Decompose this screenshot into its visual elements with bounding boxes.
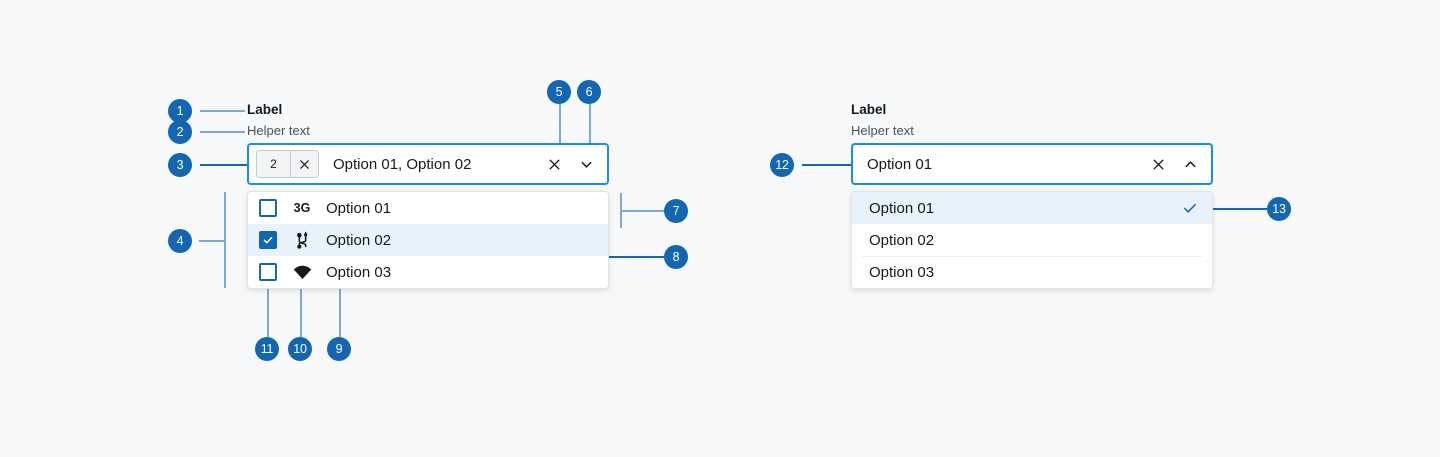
single-select-actions bbox=[1147, 153, 1201, 175]
single-select-value: Option 01 bbox=[867, 155, 933, 173]
menu-item[interactable]: Option 02 bbox=[852, 224, 1212, 256]
menu-item-label: Option 03 bbox=[869, 263, 935, 281]
menu-item[interactable]: Option 03 bbox=[852, 256, 1212, 288]
menu-item-label: Option 01 bbox=[326, 199, 392, 217]
annotation-marker-8: 8 bbox=[664, 245, 688, 269]
multi-select-actions bbox=[543, 153, 597, 175]
single-select-group: Label Helper text bbox=[851, 102, 914, 139]
3g-icon: 3G bbox=[293, 201, 311, 215]
wifi-icon bbox=[291, 262, 313, 282]
menu-item[interactable]: Option 02 bbox=[248, 224, 608, 256]
annotation-marker-6: 6 bbox=[577, 80, 601, 104]
annotation-marker-7: 7 bbox=[664, 199, 688, 223]
leader-line-13 bbox=[1200, 208, 1267, 210]
annotation-marker-12: 12 bbox=[770, 153, 794, 177]
clear-button[interactable] bbox=[543, 153, 565, 175]
menu-item-checkbox[interactable] bbox=[259, 263, 277, 281]
leader-line-1 bbox=[200, 110, 245, 112]
chevron-down-icon[interactable] bbox=[575, 153, 597, 175]
chevron-up-icon[interactable] bbox=[1179, 153, 1201, 175]
single-select-field[interactable]: Option 01 bbox=[851, 143, 1213, 185]
multi-select-field[interactable]: 2 Option 01, Option 02 bbox=[247, 143, 609, 185]
annotation-marker-2: 2 bbox=[168, 120, 192, 144]
leader-line-2 bbox=[200, 131, 245, 133]
annotation-marker-13: 13 bbox=[1267, 197, 1291, 221]
menu-item-label: Option 03 bbox=[326, 263, 392, 281]
menu-item-checkbox[interactable] bbox=[259, 199, 277, 217]
annotation-marker-4: 4 bbox=[168, 229, 192, 253]
selection-count: 2 bbox=[270, 157, 277, 171]
multi-select-value: Option 01, Option 02 bbox=[333, 155, 472, 173]
annotation-marker-3: 3 bbox=[168, 153, 192, 177]
menu-item-label: Option 02 bbox=[869, 231, 935, 249]
annotation-marker-1: 1 bbox=[168, 99, 192, 123]
leader-line-10 bbox=[300, 283, 302, 337]
menu-item-label: Option 02 bbox=[326, 231, 392, 249]
menu-item-label: Option 01 bbox=[869, 199, 935, 217]
single-select-helper-text: Helper text bbox=[851, 123, 914, 138]
counter-divider bbox=[290, 151, 291, 177]
leader-line-8 bbox=[600, 256, 664, 258]
leader-line-5 bbox=[559, 104, 561, 144]
multi-select-menu: 3G Option 01 Option 02 bbox=[247, 191, 609, 289]
single-select-menu: Option 01 Option 02 Option 03 bbox=[851, 191, 1213, 289]
leader-line-9 bbox=[339, 283, 341, 337]
bracket-4 bbox=[224, 192, 226, 288]
clear-button[interactable] bbox=[1147, 153, 1169, 175]
leader-line-4 bbox=[199, 240, 225, 242]
single-select-label: Label bbox=[851, 102, 887, 117]
selection-counter-tag[interactable]: 2 bbox=[256, 150, 319, 178]
menu-item[interactable]: Option 01 bbox=[852, 192, 1212, 224]
leader-line-7 bbox=[620, 210, 664, 212]
menu-item[interactable]: 3G Option 01 bbox=[248, 192, 608, 224]
annotation-marker-9: 9 bbox=[327, 337, 351, 361]
multi-select-label: Label bbox=[247, 102, 283, 117]
annotation-marker-5: 5 bbox=[547, 80, 571, 104]
menu-item-checkbox[interactable] bbox=[259, 231, 277, 249]
leader-line-3 bbox=[200, 164, 268, 166]
counter-clear-icon[interactable] bbox=[291, 151, 318, 177]
leader-line-11 bbox=[267, 283, 269, 337]
usb-cable-icon bbox=[291, 230, 313, 250]
leader-line-12 bbox=[802, 164, 862, 166]
menu-item[interactable]: Option 03 bbox=[248, 256, 608, 288]
annotation-marker-10: 10 bbox=[288, 337, 312, 361]
annotation-marker-11: 11 bbox=[255, 337, 279, 361]
multi-select-helper-text: Helper text bbox=[247, 123, 310, 138]
selected-checkmark bbox=[1182, 200, 1198, 216]
multi-select-group: Label Helper text bbox=[247, 102, 310, 139]
leader-line-6 bbox=[589, 104, 591, 144]
